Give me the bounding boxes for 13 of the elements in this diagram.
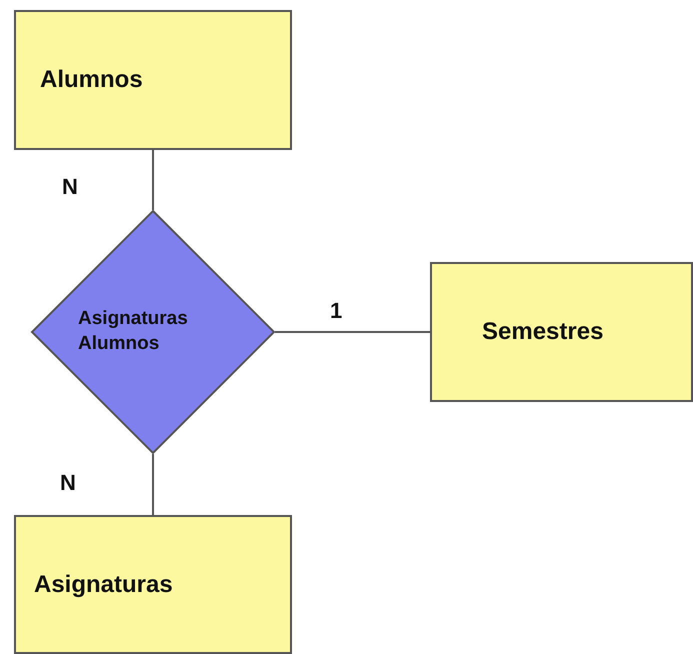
entity-box [430,262,693,402]
node-label: Asignaturas Alumnos [78,307,189,356]
node-label: Alumnos [40,65,143,96]
connector-line [152,454,154,515]
entity-box [14,515,292,654]
entity-box [14,10,292,150]
cardinality-label: N [62,174,78,200]
connector-line [152,150,154,210]
cardinality-label: N [60,470,76,496]
node-label: Semestres [482,317,604,348]
cardinality-label: 1 [330,298,342,324]
node-label: Asignaturas [34,570,173,600]
connector-line [275,331,430,333]
